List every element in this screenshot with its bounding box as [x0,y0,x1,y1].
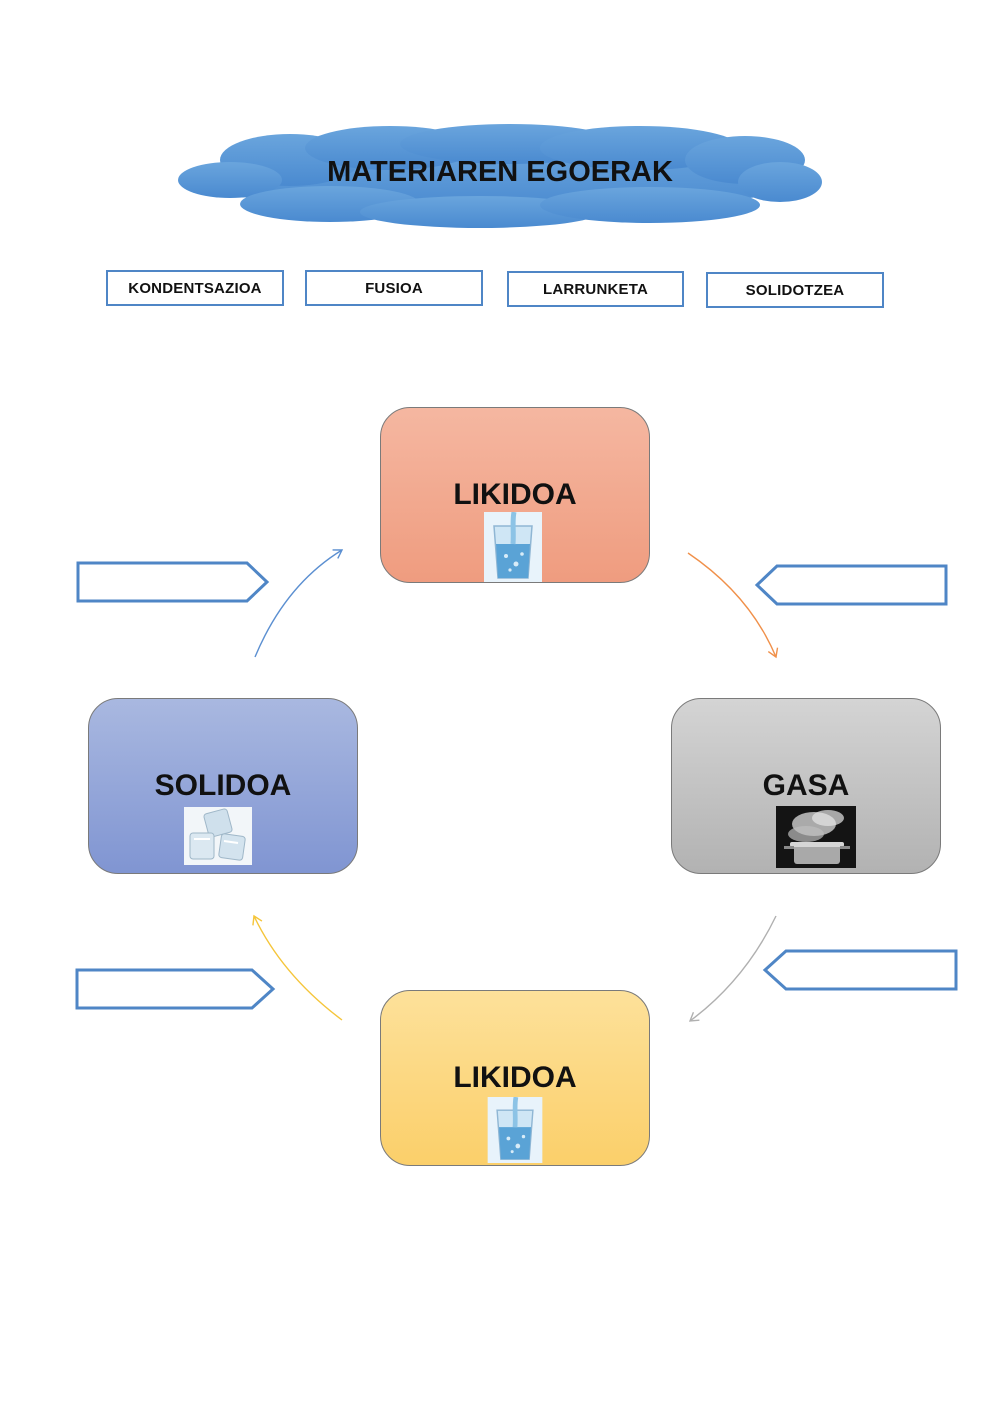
word-bank-item-3[interactable]: LARRUNKETA [507,271,684,307]
word-bank-item-4[interactable]: SOLIDOTZEA [706,272,884,308]
answer-box-bottom-left[interactable] [75,968,276,1010]
title-cloud [178,124,822,228]
state-box-liquid-top: LIKIDOA [380,407,650,583]
state-label-liquid-top: LIKIDOA [453,478,577,511]
answer-box-top-right[interactable] [754,564,948,606]
glass-of-water-icon [484,512,542,582]
arrow-liquid-to-solid [252,914,343,1021]
state-box-gas: GASA [671,698,941,874]
state-label-solid: SOLIDOA [154,769,292,802]
state-label-liquid-bottom: LIKIDOA [453,1061,577,1094]
answer-box-bottom-right[interactable] [762,949,958,991]
state-box-solid: SOLIDOA [88,698,358,874]
steaming-pot-icon [776,806,856,868]
arrow-solid-to-liquid [254,549,344,658]
state-box-liquid-bottom: LIKIDOA [380,990,650,1166]
word-bank-item-2[interactable]: FUSIOA [305,270,483,306]
answer-box-top-left[interactable] [76,561,270,603]
arrow-gas-to-liquid [688,915,777,1022]
state-label-gas: GASA [762,769,850,802]
arrow-liquid-to-gas [687,552,779,659]
glass-of-water-icon [487,1097,543,1163]
word-bank-item-1[interactable]: KONDENTSAZIOA [106,270,284,306]
page-title: MATERIAREN EGOERAK [327,156,673,188]
ice-cubes-icon [184,807,252,865]
